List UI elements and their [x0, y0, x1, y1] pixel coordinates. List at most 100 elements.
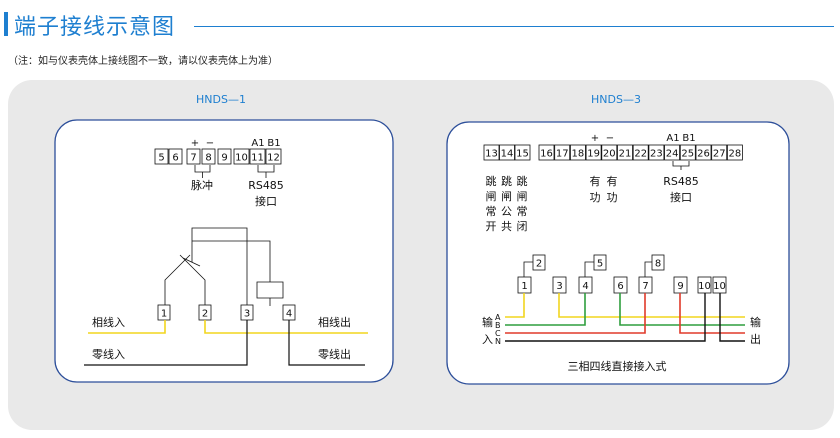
hnds3-active-1a: 有 [590, 174, 601, 188]
hnds3-terminal-21-label: 21 [619, 149, 632, 160]
hnds3-terminal-26: 26 [695, 144, 712, 161]
hnds3-terminal-20-box [601, 144, 618, 161]
hnds3-terminal-27-label: 27 [713, 149, 726, 160]
hnds1-terminal-12-label: 12 [267, 153, 280, 164]
hnds1-terminal-11: 11 [249, 148, 266, 165]
hnds1-wire-terminal-3-label: 3 [244, 309, 250, 320]
hnds3-terminal-22-box [632, 144, 649, 161]
hnds3-lower-terminal-5: 9 [673, 276, 688, 294]
hnds1-phase-out-wire [204, 320, 368, 334]
hnds3-terminal-27: 27 [711, 144, 728, 161]
hnds3-terminal-24: 24 [664, 144, 680, 161]
hnds3-terminal-19-label: 19 [587, 149, 600, 160]
hnds3-phase-c-out [679, 293, 745, 334]
hnds3-in-label-2: 入 [482, 333, 493, 346]
hnds3-upper-terminal-8-box [651, 254, 665, 271]
hnds1-terminal-9-label: 9 [221, 153, 227, 164]
hnds3-trip-col2-char-1: 闸 [501, 190, 512, 203]
hnds1-port-label: 接口 [255, 195, 277, 208]
hnds3-terminal-13-label: 13 [485, 149, 498, 160]
hnds1-terminal-10: 10 [233, 148, 250, 165]
hnds3-upper-terminal-5-box [593, 254, 607, 271]
hnds3-terminal-26-label: 26 [697, 149, 710, 160]
hnds1-terminal-8: 8 [201, 148, 216, 165]
hnds3-trip-col1-char-1: 闸 [486, 190, 497, 203]
hnds3-terminal-24-box [664, 144, 680, 161]
hnds1-terminal-7: 7 [186, 148, 201, 165]
hnds3-terminal-15-box [514, 144, 531, 161]
hnds3-terminal-14-label: 14 [501, 149, 514, 160]
hnds1-terminal-9-box [217, 148, 232, 165]
hnds3-trip-col1-char-2: 常 [486, 205, 497, 218]
hnds1-neutral-in-label: 零线入 [92, 347, 125, 361]
hnds1-frame [54, 119, 394, 383]
hnds3-trip-col3-char-1: 闸 [517, 190, 528, 203]
hnds3-terminal-13-box [483, 144, 500, 161]
hnds1-terminal-5-label: 5 [158, 153, 164, 164]
hnds3-upper-terminal-8-label: 8 [655, 259, 661, 270]
hnds3-terminal-25-box [679, 144, 696, 161]
hnds3-terminal-15-label: 15 [516, 149, 529, 160]
hnds3-terminal-23-box [648, 144, 665, 161]
hnds3-terminal-28-label: 28 [729, 149, 742, 160]
hnds3-terminal-25: 25 [679, 144, 696, 161]
hnds3-bus-letter-c: C [495, 329, 501, 338]
hnds3-terminal-15: 15 [514, 144, 531, 161]
hnds3-lower-terminal-6-label: 10 [698, 281, 711, 292]
hnds3-terminal-16: 16 [538, 144, 555, 161]
hnds1-minus: − [206, 138, 214, 149]
hnds1-wire-terminal-1: 1 [157, 304, 171, 321]
hnds3-lower-terminal-1: 3 [552, 276, 567, 294]
hnds3-plus: + [591, 133, 599, 144]
hnds1-wire-terminal-1-label: 1 [161, 309, 167, 320]
hnds3-terminal-18-box [570, 144, 586, 161]
hnds3-rs485-bracket [672, 161, 690, 170]
hnds3-in-label-1: 输 [482, 315, 493, 329]
hnds3-bracket-1-2 [523, 261, 533, 277]
hnds1-title: HNDS—1 [196, 93, 246, 106]
hnds1-terminal-5: 5 [154, 148, 169, 165]
hnds3-lower-terminal-2-label: 4 [582, 281, 588, 292]
hnds3-out-label-2: 出 [750, 332, 761, 346]
hnds1-pulse-bracket [194, 165, 211, 178]
hnds3-terminal-25-label: 25 [681, 149, 694, 160]
hnds3-caption: 三相四线直接接入式 [568, 359, 667, 373]
hnds3-lower-terminal-2: 4 [578, 276, 593, 294]
hnds1-terminal-6-box [168, 148, 183, 165]
hnds3-terminal-18: 18 [570, 144, 586, 161]
hnds1-wire-terminal-3: 3 [240, 304, 254, 321]
hnds3-terminal-20-label: 20 [603, 149, 616, 160]
hnds1-wire-terminal-2-label: 2 [202, 309, 208, 320]
hnds3-port-label: 接口 [670, 191, 692, 204]
hnds1-terminal-8-box [201, 148, 216, 165]
hnds1-neutral-out-label: 零线出 [318, 347, 351, 361]
hnds1-phase-in-label: 相线入 [92, 315, 125, 329]
hnds3-lower-terminal-4: 7 [638, 276, 653, 294]
hnds1-terminal-5-box [154, 148, 169, 165]
hnds3-upper-terminal-5: 5 [593, 254, 607, 271]
hnds1-terminal-6: 6 [168, 148, 183, 165]
hnds1-terminal-12: 12 [265, 148, 282, 165]
hnds1-phase-out-label: 相线出 [318, 315, 351, 329]
hnds3-out-label-1: 输 [750, 315, 761, 329]
hnds3-terminal-21: 21 [617, 144, 633, 161]
hnds3-trip-col3-char-2: 常 [517, 205, 528, 218]
hnds3-terminal-22-label: 22 [634, 149, 647, 160]
hnds1-terminal-12-box [265, 148, 282, 165]
hnds3-terminal-28: 28 [727, 144, 743, 161]
hnds3-upper-terminal-2: 2 [532, 254, 546, 271]
title-accent-bar [4, 12, 8, 36]
hnds1-terminal-6-label: 6 [172, 153, 178, 164]
hnds3-trip-col1-char-0: 跳 [486, 174, 497, 188]
hnds1-cross-link [182, 257, 201, 267]
hnds3-lower-terminal-7: 10 [712, 276, 727, 294]
hnds3-terminal-16-label: 16 [540, 149, 553, 160]
hnds1-rs485-bracket [257, 165, 275, 178]
hnds3-a1: A1 [666, 133, 679, 144]
hnds3-lower-terminal-6: 10 [697, 276, 712, 294]
